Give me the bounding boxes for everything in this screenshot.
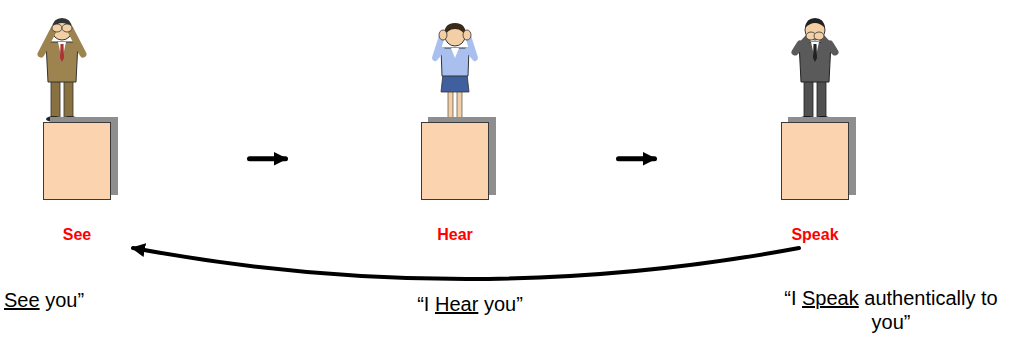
pedestal-box (781, 122, 849, 200)
pedestal-label: Hear (437, 226, 473, 244)
see-no-evil-figure (41, 18, 83, 122)
flow-arrow (619, 156, 655, 161)
pedestal-label: Speak (791, 226, 838, 244)
flow-arrow (133, 248, 799, 279)
quote-text: “I Speak authentically to you” (774, 286, 1008, 334)
pedestal-node: Speak (777, 122, 853, 244)
hear-no-evil-figure (435, 23, 475, 124)
speak-no-evil-figure (795, 18, 835, 122)
flow-arrow (250, 156, 286, 161)
quote-text: See you” (4, 288, 134, 312)
pedestal-box (43, 122, 111, 200)
pedestal-label: See (63, 226, 91, 244)
quote-text: “I Hear you” (360, 292, 580, 316)
pedestal-node: See (39, 122, 115, 244)
pedestal-node: Hear (417, 122, 493, 244)
pedestal-box (421, 122, 489, 200)
